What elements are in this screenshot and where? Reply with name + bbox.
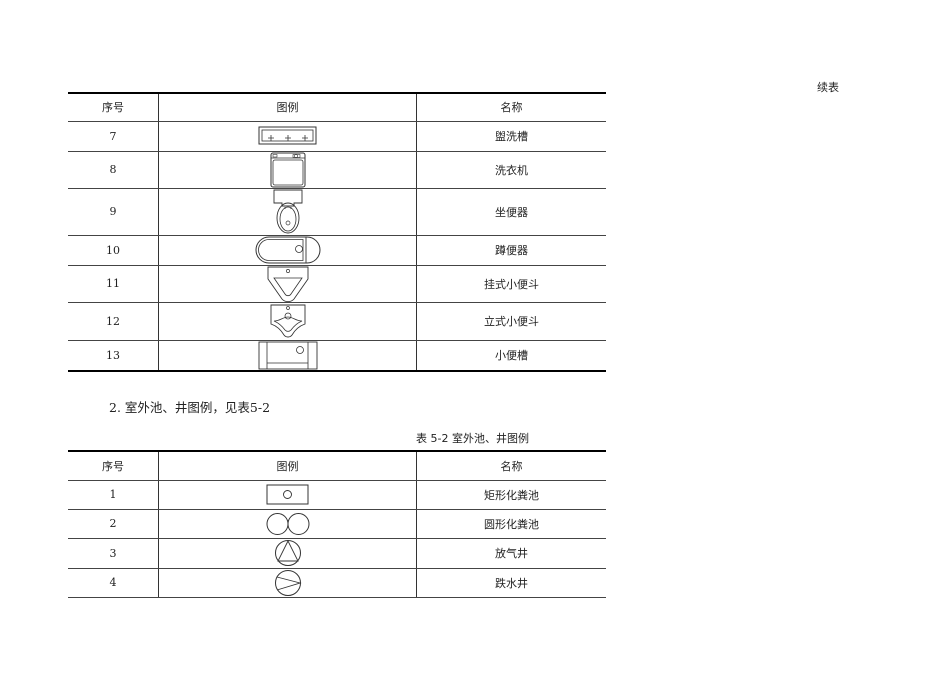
row-number: 4	[68, 568, 159, 598]
header-symbol: 图例	[158, 451, 417, 481]
table-row: 1 矩形化粪池	[68, 480, 606, 510]
row-name: 小便槽	[416, 340, 606, 372]
row-name: 盥洗槽	[416, 121, 606, 152]
row-number: 12	[68, 302, 159, 341]
row-number: 7	[68, 121, 159, 152]
header-symbol: 图例	[158, 93, 417, 122]
wall-urinal-icon	[267, 266, 308, 302]
squat-toilet-icon	[255, 236, 320, 264]
standing-urinal-icon	[270, 304, 305, 338]
row-name: 洗衣机	[416, 151, 606, 189]
vent-well-icon	[274, 539, 301, 566]
row-number: 8	[68, 151, 159, 189]
toilet-icon	[273, 189, 302, 233]
header-name: 名称	[416, 451, 606, 481]
table-row: 11 挂式小便斗	[68, 265, 606, 303]
table-row: 10 蹲便器	[68, 235, 606, 266]
table-caption: 表 5-2 室外池、井图例	[416, 432, 529, 445]
row-number: 2	[68, 509, 159, 539]
header-name: 名称	[416, 93, 606, 122]
row-name: 立式小便斗	[416, 302, 606, 341]
table-row: 3 放气井	[68, 538, 606, 569]
row-number: 10	[68, 235, 159, 266]
fixture-legend-table: 序号 图例 名称 7 盥洗槽 8	[68, 92, 606, 372]
row-number: 3	[68, 538, 159, 569]
drop-well-icon	[274, 569, 302, 596]
row-name: 坐便器	[416, 188, 606, 236]
table-row: 12 立式小便斗	[68, 302, 606, 341]
table-row: 9 坐便器	[68, 188, 606, 236]
table-header-row: 序号 图例 名称	[68, 451, 606, 481]
rectangular-septic-tank-icon	[266, 484, 308, 504]
row-number: 9	[68, 188, 159, 236]
table-row: 13 小便槽	[68, 340, 606, 372]
header-number: 序号	[68, 451, 159, 481]
wash-trough-icon	[258, 126, 316, 145]
row-number: 13	[68, 340, 159, 372]
row-name: 挂式小便斗	[416, 265, 606, 303]
circular-septic-tank-icon	[266, 512, 309, 535]
table-row: 7 盥洗槽	[68, 121, 606, 152]
row-name: 矩形化粪池	[416, 480, 606, 510]
outdoor-tank-well-legend-table: 序号 图例 名称 1 矩形化粪池 2 圆形化粪池	[68, 450, 606, 598]
row-name: 蹲便器	[416, 235, 606, 266]
row-number: 1	[68, 480, 159, 510]
row-name: 放气井	[416, 538, 606, 569]
header-number: 序号	[68, 93, 159, 122]
row-name: 跌水井	[416, 568, 606, 598]
washing-machine-icon	[270, 152, 305, 187]
continued-label: 续表	[817, 81, 839, 94]
section-heading: 2. 室外池、井图例，见表5-2	[109, 400, 271, 415]
urinal-trough-icon	[258, 341, 317, 369]
table-row: 8 洗衣机	[68, 151, 606, 189]
row-number: 11	[68, 265, 159, 303]
row-name: 圆形化粪池	[416, 509, 606, 539]
table-row: 2 圆形化粪池	[68, 509, 606, 539]
table-header-row: 序号 图例 名称	[68, 93, 606, 122]
table-row: 4 跌水井	[68, 568, 606, 598]
